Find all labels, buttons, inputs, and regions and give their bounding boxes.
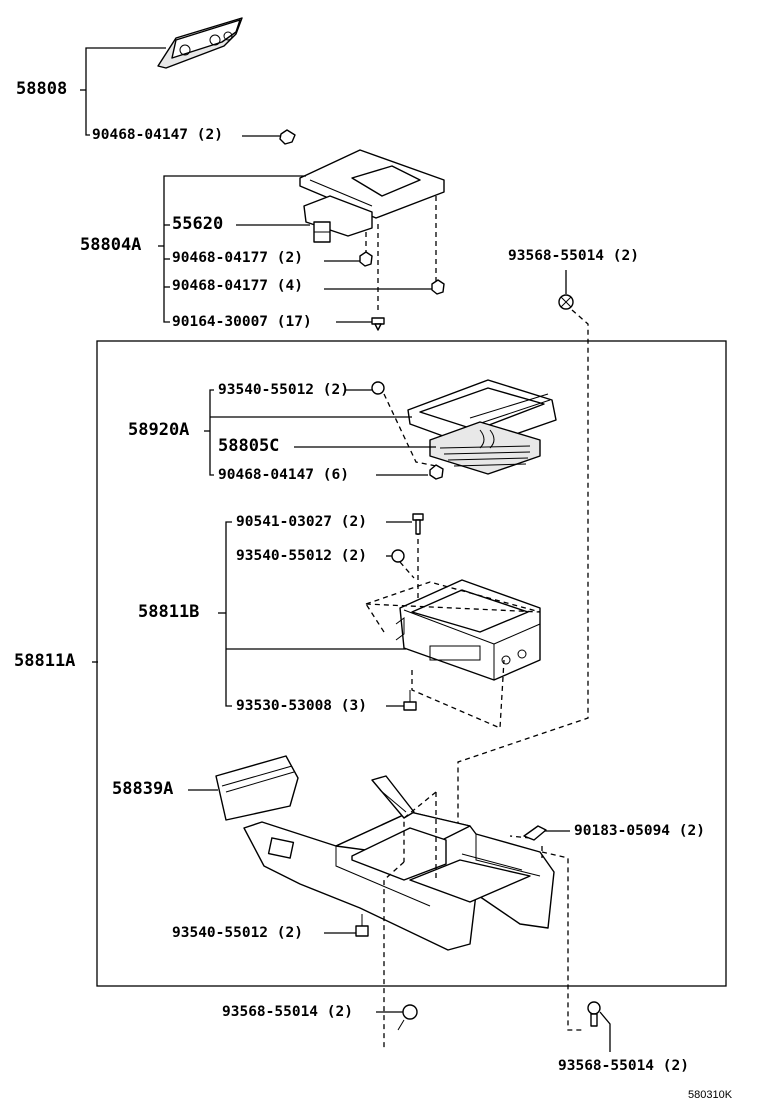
screw-93568-55014-br [587, 1001, 601, 1027]
leader-58808 [80, 47, 282, 137]
clip-90468-04147-six [429, 464, 444, 480]
label-55620: 55620 [172, 214, 224, 234]
part-58839A-pocket [215, 755, 299, 821]
label-58808: 58808 [16, 79, 68, 99]
part-58811B-box [395, 579, 541, 681]
label-58804A: 58804A [80, 235, 142, 255]
screw-90164-30007 [371, 317, 385, 331]
diagram-code: 580310K [688, 1089, 733, 1101]
label-90164-30007-17: 90164-30007 (17) [172, 314, 312, 330]
label-58805C: 58805C [218, 436, 280, 456]
label-93540-55012-c: 93540-55012 (2) [172, 925, 303, 941]
screw-93568-55014-top [558, 294, 574, 310]
label-93568-55014-bl: 93568-55014 (2) [222, 1004, 353, 1020]
label-90468-04177-4: 90468-04177 (4) [172, 278, 303, 294]
label-58920A: 58920A [128, 420, 190, 440]
label-90541-03027-2: 90541-03027 (2) [236, 514, 367, 530]
label-90468-04177-2: 90468-04177 (2) [172, 250, 303, 266]
screw-93540-55012-c [355, 914, 369, 937]
screw-93568-55014-bl [397, 1004, 418, 1031]
label-58839A: 58839A [112, 779, 174, 799]
label-93568-55014-top: 93568-55014 (2) [508, 248, 639, 264]
label-93568-55014-br: 93568-55014 (2) [558, 1058, 689, 1074]
dashed-bezel-fasteners [365, 196, 437, 310]
label-58811A: 58811A [14, 651, 76, 671]
clip-90468-04177-b [431, 279, 445, 295]
label-90183-05094-2: 90183-05094 (2) [574, 823, 705, 839]
clip-90183-05094 [523, 825, 547, 841]
label-93530-53008-3: 93530-53008 (3) [236, 698, 367, 714]
label-93540-55012-b: 93540-55012 (2) [236, 548, 367, 564]
screw-93540-55012-a [371, 381, 385, 395]
part-58804A-bezel [299, 149, 445, 243]
part-58808-plate [157, 17, 243, 69]
clip-90468-04177-a [359, 251, 373, 267]
screw-93530-53008 [403, 690, 417, 711]
part-58920A-armrest [407, 379, 557, 475]
label-90468-04147-2: 90468-04147 (2) [92, 127, 223, 143]
part-58811A-console [243, 775, 555, 951]
label-93540-55012-a: 93540-55012 (2) [218, 382, 349, 398]
leader-58920A [204, 389, 436, 476]
leader-58811B [218, 521, 412, 707]
label-58811B: 58811B [138, 602, 200, 622]
assembly-frame [96, 340, 727, 987]
screw-93540-55012-b [391, 549, 405, 563]
bolt-90541-03027 [412, 513, 424, 535]
label-90468-04147-6: 90468-04147 (6) [218, 467, 349, 483]
clip-90468-04147-top [279, 129, 296, 145]
